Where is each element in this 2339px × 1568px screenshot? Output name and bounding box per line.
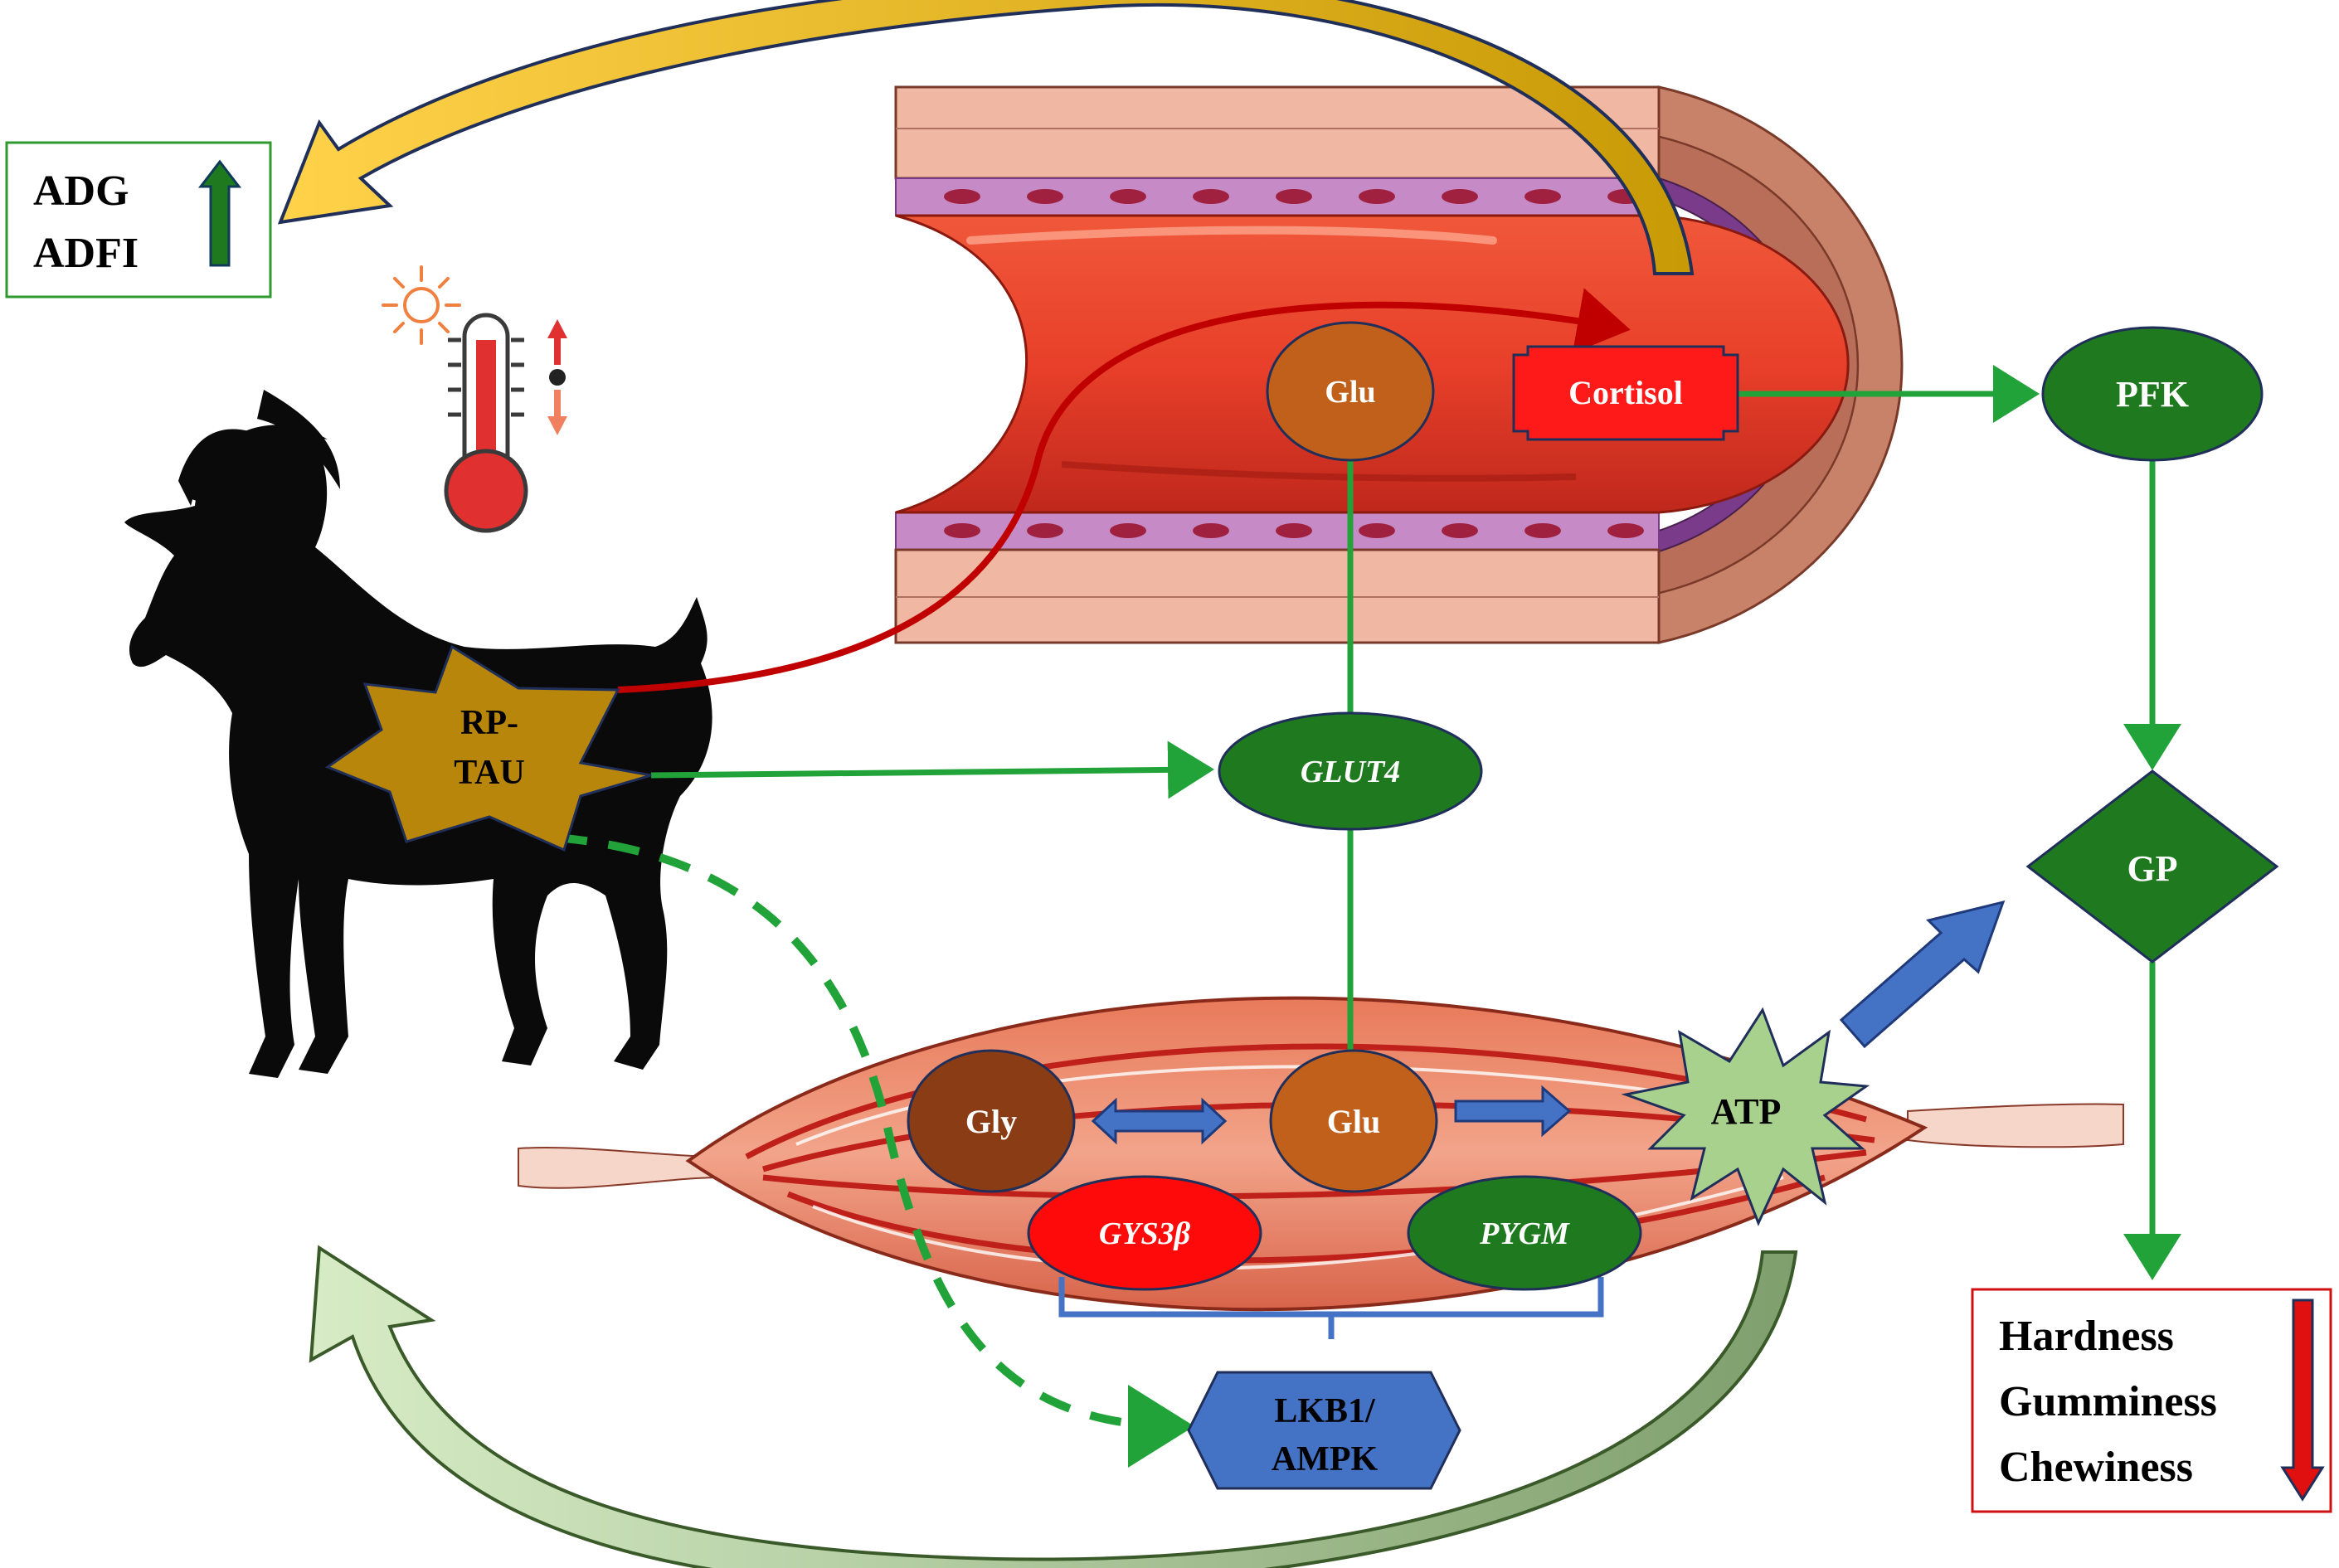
pygm-label: PYGM (1479, 1216, 1570, 1251)
lkb1-ampk-node: LKB1/ AMPK (1187, 1371, 1461, 1490)
glut4-node: GLUT4 (1218, 711, 1483, 831)
gp-label: GP (2127, 848, 2177, 889)
thermometer-icon (382, 265, 567, 533)
tau-to-glut4-line (650, 740, 1214, 799)
gumminess-label: Gumminess (1999, 1378, 2217, 1425)
atp-node: ATP (1621, 1007, 1870, 1226)
gp-node: GP (2025, 769, 2279, 964)
hardness-label: Hardness (1999, 1313, 2174, 1360)
lkb1-label: LKB1/ (1274, 1392, 1376, 1430)
gly-label: Gly (965, 1103, 1017, 1140)
rp-tau-label-line2: TAU (454, 754, 525, 792)
texture-outcome-box: Hardness Gumminess Chewiness (1971, 1288, 2332, 1513)
glu-blood-node: Glu (1266, 321, 1435, 462)
chewiness-label: Chewiness (1999, 1444, 2193, 1491)
glu-blood-label: Glu (1325, 375, 1375, 410)
gys-pygm-bracket (1058, 1277, 1604, 1339)
atp-label: ATP (1711, 1091, 1782, 1132)
rp-tau-node: RP- TAU (324, 644, 652, 852)
adg-label: ADG (33, 167, 129, 215)
glu-muscle-node: Glu (1269, 1049, 1438, 1193)
adfi-label: ADFI (33, 230, 139, 277)
down-arrow-icon (2280, 1299, 2325, 1502)
gly-node: Gly (907, 1049, 1076, 1193)
gys3b-node: GYS3β (1027, 1175, 1262, 1291)
pygm-node: PYGM (1407, 1175, 1642, 1291)
ampk-label: AMPK (1272, 1440, 1379, 1478)
atp-feedback-arrow (309, 1245, 1798, 1568)
pfk-node: PFK (2041, 326, 2264, 462)
tau-to-cortisol-line (617, 288, 1631, 693)
cortisol-label: Cortisol (1568, 374, 1683, 411)
glu-muscle-label: Glu (1327, 1103, 1380, 1140)
pfk-label: PFK (2116, 374, 2189, 415)
tau-to-lkb1-dashed-line (555, 833, 1194, 1468)
rp-tau-label-line1: RP- (460, 704, 518, 742)
atp-to-gp-arrow (1839, 900, 2006, 1049)
cortisol-to-growth-arrow (277, 0, 1695, 275)
cortisol-node: Cortisol (1512, 345, 1739, 441)
gys3b-label: GYS3β (1099, 1216, 1191, 1251)
growth-outcome-box: ADG ADFI (5, 141, 272, 299)
gly-glu-double-arrow (1091, 1097, 1228, 1145)
glut4-label: GLUT4 (1301, 755, 1400, 789)
glu-to-atp-arrow (1454, 1085, 1572, 1138)
up-arrow-icon (197, 159, 242, 267)
